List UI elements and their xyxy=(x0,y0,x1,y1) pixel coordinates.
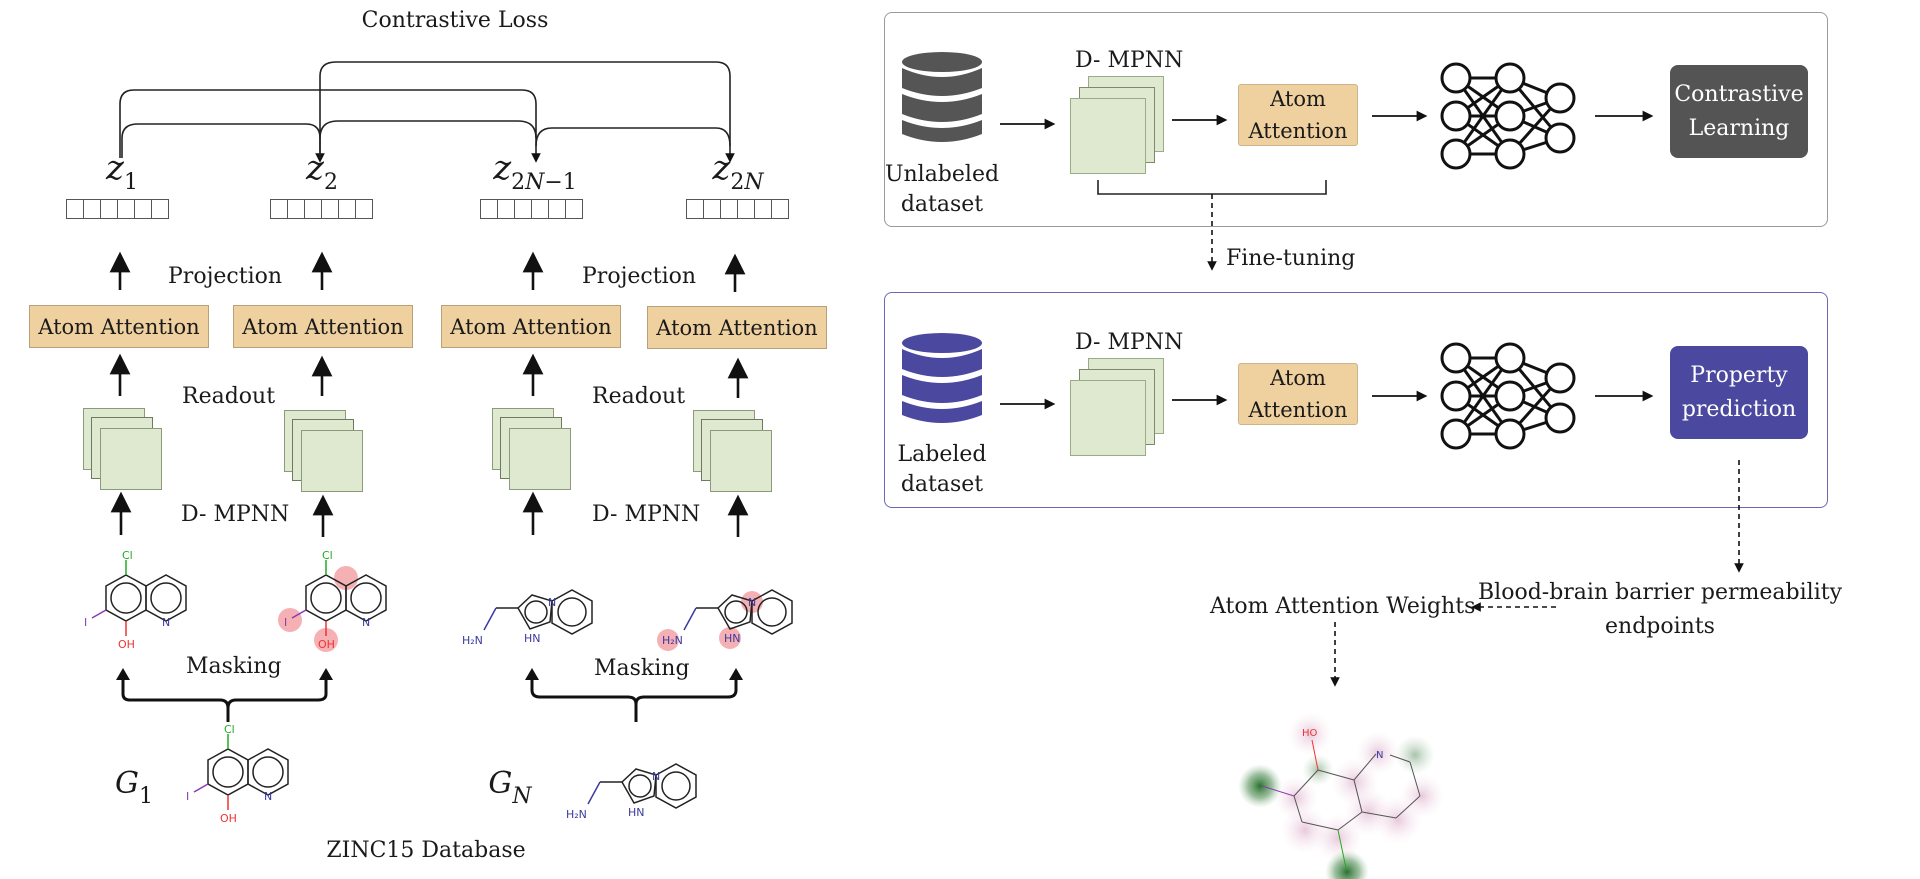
dmpnn-label-left: D- MPNN xyxy=(181,502,290,527)
svg-text:N: N xyxy=(264,790,272,803)
atom-cl: Cl xyxy=(122,549,133,562)
projection-label-right: Projection xyxy=(582,264,697,289)
embedding-label-z2n-1: z2N−1 xyxy=(493,148,577,195)
mpnn-layer-stack-1 xyxy=(83,408,163,490)
embedding-label-z2: z2 xyxy=(306,148,338,195)
svg-text:H₂N: H₂N xyxy=(462,634,483,647)
svg-text:Cl: Cl xyxy=(224,723,235,736)
svg-text:HN: HN xyxy=(724,632,741,645)
svg-text:N: N xyxy=(548,596,556,609)
neural-network-icon-pretrain xyxy=(1438,60,1578,172)
mask-highlight xyxy=(719,627,741,649)
dmpnn-label-finetune: D- MPNN xyxy=(1075,330,1184,355)
database-label: ZINC15 Database xyxy=(326,838,526,863)
mask-highlight xyxy=(334,566,358,590)
molecule-g1-view2-masked: Cl I OH N xyxy=(278,549,387,652)
masking-label-left: Masking xyxy=(186,654,282,679)
atom-oh: OH xyxy=(118,638,135,651)
svg-text:Cl: Cl xyxy=(322,549,333,562)
svg-text:H₂N: H₂N xyxy=(662,634,683,647)
dmpnn-label-pretrain: D- MPNN xyxy=(1075,48,1184,73)
atom-attention-box-3: Atom Attention xyxy=(441,305,621,348)
mask-highlight xyxy=(314,628,338,652)
labeled-database-icon xyxy=(900,333,984,425)
atom-i: I xyxy=(84,616,87,629)
attention-weights-heatmap: HO N xyxy=(1238,712,1444,879)
contrastive-loss-title: Contrastive Loss xyxy=(361,8,549,33)
dmpnn-label-right: D- MPNN xyxy=(592,502,701,527)
mask-highlight xyxy=(278,608,302,632)
mpnn-layer-stack-4 xyxy=(693,410,773,492)
masking-label-right: Masking xyxy=(594,656,690,681)
svg-text:N: N xyxy=(748,596,756,609)
svg-text:H₂N: H₂N xyxy=(566,808,587,821)
masking-forks xyxy=(121,678,738,722)
svg-text:OH: OH xyxy=(220,812,237,825)
graph-label-g1: G1 xyxy=(115,766,153,809)
fine-tuning-label: Fine-tuning xyxy=(1226,246,1356,271)
atom-attention-box-1: Atom Attention xyxy=(29,305,209,348)
molecule-gn-original: H₂N HN N xyxy=(566,763,697,821)
molecule-gn-view2-masked: H₂N HN N xyxy=(657,589,793,651)
atom-n: N xyxy=(162,616,170,629)
embedding-vector-z2n-1 xyxy=(480,199,583,219)
svg-text:HN: HN xyxy=(524,632,541,645)
mask-highlight xyxy=(657,629,679,651)
molecule-gn-view1: H₂N HN N xyxy=(462,589,593,647)
svg-text:N: N xyxy=(362,616,370,629)
svg-text:OH: OH xyxy=(318,638,335,651)
mpnn-layer-stack-3 xyxy=(492,408,572,490)
mpnn-layer-stack-2 xyxy=(284,410,364,492)
mpnn-layer-stack-finetune xyxy=(1070,358,1165,458)
atom-attention-box-4: Atom Attention xyxy=(647,306,827,349)
neural-network-icon-finetune xyxy=(1438,340,1578,452)
readout-label-left: Readout xyxy=(182,384,276,409)
atom-ho: HO xyxy=(1302,728,1318,739)
embedding-vector-z1 xyxy=(66,199,169,219)
svg-text:I: I xyxy=(284,616,287,629)
graph-label-gn: GN xyxy=(488,766,532,809)
negative-weight-regions xyxy=(1274,712,1444,862)
projection-label-left: Projection xyxy=(168,264,283,289)
unlabeled-database-icon xyxy=(900,52,984,144)
svg-text:I: I xyxy=(186,790,189,803)
molecule-g1-view1: Cl I OH N xyxy=(84,549,187,651)
atom-attention-weights-label: Atom Attention Weights xyxy=(1210,594,1476,619)
atom-n: N xyxy=(1376,750,1383,761)
atom-attention-box-2: Atom Attention xyxy=(233,305,413,348)
embedding-label-z2n: z2N xyxy=(712,148,764,195)
svg-text:HN: HN xyxy=(628,806,645,819)
readout-label-right: Readout xyxy=(592,384,686,409)
mpnn-layer-stack-pretrain xyxy=(1070,76,1165,176)
svg-text:N: N xyxy=(652,770,660,783)
embedding-vector-z2n xyxy=(686,199,789,219)
embedding-label-z1: z1 xyxy=(106,148,138,195)
contrastive-pair-arcs xyxy=(119,61,735,163)
molecule-g1-original: Cl I OH N xyxy=(186,723,289,825)
embedding-vector-z2 xyxy=(270,199,373,219)
